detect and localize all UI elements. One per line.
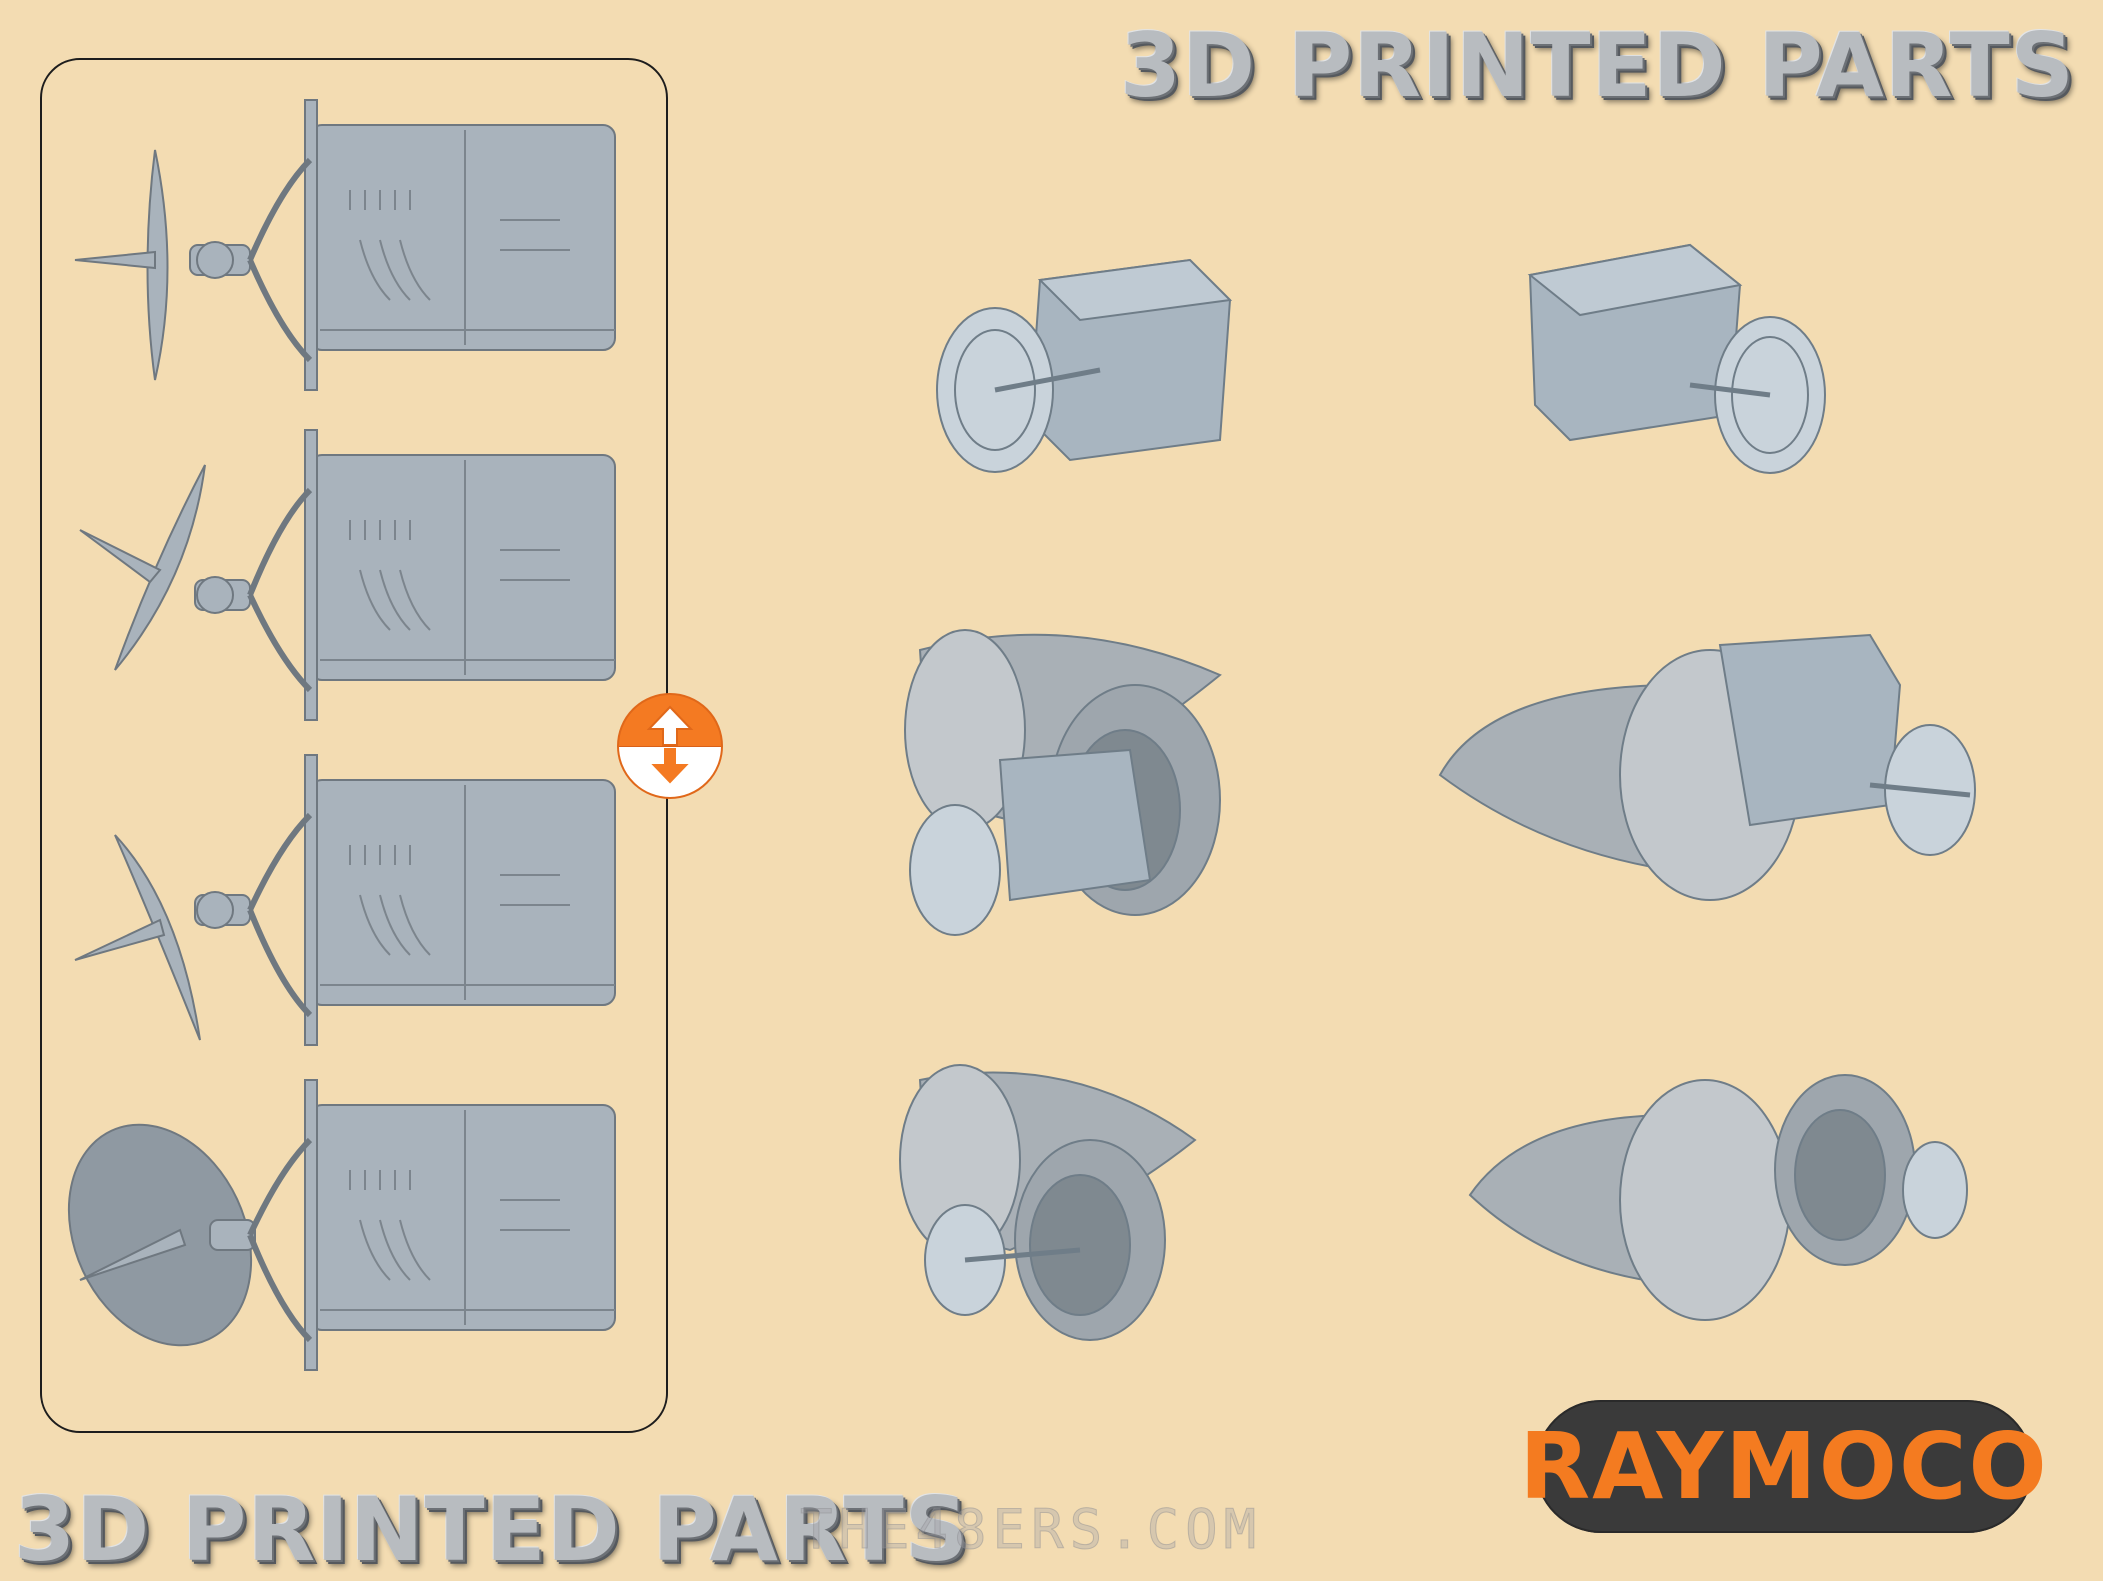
radar-assembly-render-rear [1527,243,1826,474]
raymoco-logo[interactable]: RAYMOCO [1519,1400,2047,1533]
up-down-arrow-icon [646,705,694,787]
page-title-bottom: 3D PRINTED PARTS [14,1478,970,1581]
watermark-text: THE48ERS.COM [799,1498,1263,1562]
radar-assembly-render-front [936,258,1233,473]
logo-text: RAYMOCO [1519,1413,2049,1520]
page-title-top: 3D PRINTED PARTS [1119,14,2075,117]
swap-orientation-button[interactable] [617,693,723,799]
radar-unit-variant-3 [74,754,616,1046]
radar-unit-variant-1 [74,99,616,391]
radome-open-render-3 [899,1064,1197,1341]
radome-open-render-1 [904,629,1222,936]
radar-unit-variant-4 [67,1079,616,1371]
radome-open-render-4 [1468,1074,1968,1321]
radar-unit-variant-2 [79,429,616,721]
radome-open-render-2 [1438,633,1976,901]
